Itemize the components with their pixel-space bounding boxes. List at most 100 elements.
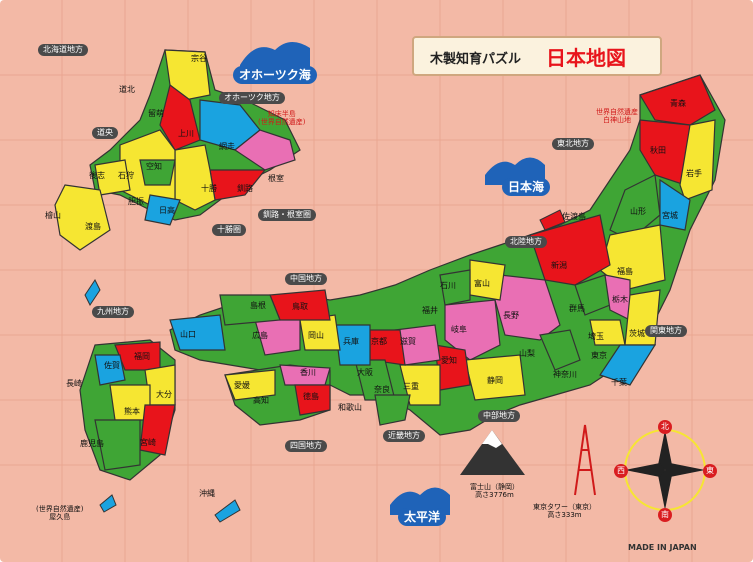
label-ishikari: 石狩 bbox=[118, 171, 134, 180]
compass-west: 西 bbox=[614, 464, 628, 478]
label-saitama: 埼玉 bbox=[588, 332, 604, 341]
label-kagoshima: 鹿児島 bbox=[80, 439, 104, 448]
label-gunma: 群馬 bbox=[569, 304, 585, 313]
label-chiba: 千葉 bbox=[611, 378, 627, 387]
label-iburi: 胆振 bbox=[128, 197, 144, 206]
label-tokachi: 十勝 bbox=[201, 184, 217, 193]
label-kochi: 高知 bbox=[253, 396, 269, 405]
label-hiyama: 檜山 bbox=[45, 211, 61, 220]
label-okayama: 岡山 bbox=[308, 331, 324, 340]
label-doo: 道央 bbox=[92, 127, 118, 139]
label-oshima: 渡島 bbox=[85, 222, 101, 231]
label-sorachi: 空知 bbox=[146, 162, 162, 171]
label-tottori: 鳥取 bbox=[292, 302, 308, 311]
label-nagasaki: 長崎 bbox=[66, 379, 82, 388]
label-nemuro: 根室 bbox=[268, 174, 284, 183]
label-toyama: 富山 bbox=[474, 279, 490, 288]
title-main: 日本地図 bbox=[546, 46, 626, 70]
label-osaka: 大阪 bbox=[357, 368, 373, 377]
label-shiga: 滋賀 bbox=[400, 337, 416, 346]
tokyo-tower-icon bbox=[574, 424, 596, 496]
label-soya: 宗谷 bbox=[191, 54, 207, 63]
label-saga: 佐賀 bbox=[104, 361, 120, 370]
kyushu-map bbox=[79, 339, 176, 481]
region-kanto: 関東地方 bbox=[645, 325, 687, 337]
label-ibaraki: 茨城 bbox=[629, 329, 645, 338]
islands bbox=[84, 209, 566, 523]
compass-icon bbox=[624, 429, 706, 511]
compass-north: 北 bbox=[658, 420, 672, 434]
label-ehime: 愛媛 bbox=[234, 381, 250, 390]
note-yakushima: (世界自然遺産) 屋久島 bbox=[36, 505, 84, 522]
label-yamanashi: 山梨 bbox=[519, 349, 535, 358]
label-yamagata: 山形 bbox=[630, 207, 646, 216]
label-kanagawa: 神奈川 bbox=[553, 370, 577, 379]
label-hidaka: 日高 bbox=[159, 206, 175, 215]
label-aomori: 青森 bbox=[670, 99, 686, 108]
region-kyushu: 九州地方 bbox=[92, 306, 134, 318]
label-miyagi: 宮城 bbox=[662, 211, 678, 220]
label-shiribeshi: 後志 bbox=[89, 171, 105, 180]
sea-okhotsk: オホーツク海 bbox=[233, 66, 317, 84]
label-hyogo: 兵庫 bbox=[343, 337, 359, 346]
label-kushiro-nemuro: 釧路・根室圏 bbox=[258, 209, 316, 221]
shikoku-map bbox=[224, 364, 331, 426]
made-in-japan: MADE IN JAPAN bbox=[628, 543, 697, 552]
label-wakayama: 和歌山 bbox=[338, 403, 362, 412]
label-kyoto: 京都 bbox=[371, 337, 387, 346]
mount-fuji-icon bbox=[460, 430, 525, 475]
label-niigata: 新潟 bbox=[551, 261, 567, 270]
label-dohoku: 道北 bbox=[119, 85, 135, 94]
label-fukushima: 福島 bbox=[617, 267, 633, 276]
sea-japan: 日本海 bbox=[502, 178, 551, 196]
region-shikoku: 四国地方 bbox=[285, 440, 327, 452]
label-mie: 三重 bbox=[403, 382, 419, 391]
compass-east: 東 bbox=[703, 464, 717, 478]
label-ishikawa: 石川 bbox=[440, 281, 456, 290]
label-tokushima: 徳島 bbox=[303, 392, 319, 401]
label-kumamoto: 熊本 bbox=[124, 407, 140, 416]
label-akita: 秋田 bbox=[650, 146, 666, 155]
region-hokkaido: 北海道地方 bbox=[38, 44, 88, 56]
note-shirakami: 世界自然遺産 白神山地 bbox=[596, 108, 638, 125]
region-kinki: 近畿地方 bbox=[383, 430, 425, 442]
label-kagawa: 香川 bbox=[300, 368, 316, 377]
label-shimane: 島根 bbox=[250, 301, 266, 310]
label-fukuoka: 福岡 bbox=[134, 352, 150, 361]
hokkaido-map bbox=[54, 49, 301, 251]
note-tower: 東京タワー（東京） 高さ333m bbox=[533, 503, 596, 520]
label-aichi: 愛知 bbox=[441, 356, 457, 365]
label-sado: 佐渡島 bbox=[562, 212, 586, 221]
label-tochigi: 栃木 bbox=[612, 295, 628, 304]
compass-south: 南 bbox=[658, 508, 672, 522]
title-left: 木製知育パズル bbox=[430, 52, 522, 67]
note-fuji: 富士山（静岡） 高さ3776m bbox=[470, 483, 519, 500]
region-tohoku: 東北地方 bbox=[552, 138, 594, 150]
title-banner: 木製知育パズル 日本地図 bbox=[412, 36, 662, 76]
region-chubu: 中部地方 bbox=[478, 410, 520, 422]
label-okhotsk-area: オホーツク地方 bbox=[219, 92, 285, 104]
label-tokyo: 東京 bbox=[591, 351, 607, 360]
label-abashiri: 網走 bbox=[219, 142, 235, 151]
label-nara: 奈良 bbox=[374, 385, 390, 394]
label-okinawa: 沖縄 bbox=[199, 489, 215, 498]
label-nagano: 長野 bbox=[503, 311, 519, 320]
label-tokachi-area: 十勝圏 bbox=[212, 224, 246, 236]
honshu-map bbox=[169, 74, 726, 436]
label-fukui: 福井 bbox=[422, 306, 438, 315]
region-hokuriku: 北陸地方 bbox=[505, 236, 547, 248]
sea-pacific: 太平洋 bbox=[398, 508, 447, 526]
label-shizuoka: 静岡 bbox=[487, 376, 503, 385]
label-kamikawa: 上川 bbox=[178, 129, 194, 138]
label-yamaguchi: 山口 bbox=[180, 330, 196, 339]
label-oita: 大分 bbox=[156, 390, 172, 399]
label-gifu: 岐阜 bbox=[451, 325, 467, 334]
label-kushiro: 釧路 bbox=[237, 184, 253, 193]
note-shiretoko: 知床半島 (世界自然遺産) bbox=[258, 110, 306, 127]
region-chugoku: 中国地方 bbox=[285, 273, 327, 285]
label-rumoi: 留萌 bbox=[148, 109, 164, 118]
label-iwate: 岩手 bbox=[686, 169, 702, 178]
label-hiroshima: 広島 bbox=[252, 331, 268, 340]
